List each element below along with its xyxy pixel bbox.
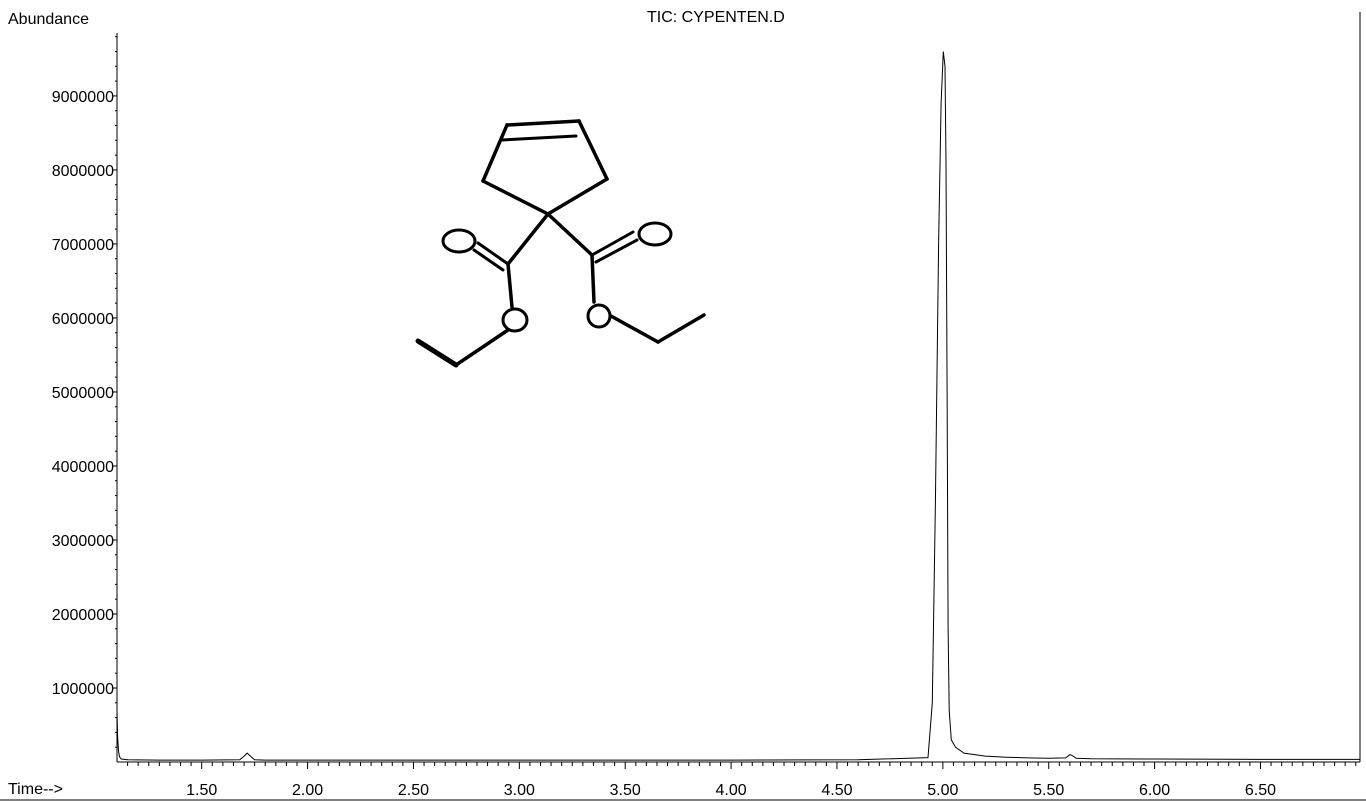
left-c-double-o	[476, 241, 510, 266]
x-tick-label: 4.00	[716, 782, 747, 799]
right-c-double-o	[590, 230, 635, 257]
chart-title: TIC: CYPENTEN.D	[647, 9, 785, 26]
left-ester-oxygen	[501, 307, 529, 333]
x-tick-label: 4.50	[821, 782, 852, 799]
molecule-structure-drawing	[415, 119, 706, 368]
right-ester-oxygen	[586, 303, 612, 329]
tic-trace-line	[116, 51, 1360, 761]
ring-top-double-bond	[505, 119, 581, 127]
y-tick-label: 4000000	[52, 459, 114, 476]
x-tick-label: 6.00	[1139, 782, 1170, 799]
ring-left-lower	[481, 179, 550, 216]
ring-right-lower	[546, 177, 609, 216]
right-ethyl-2	[656, 313, 706, 344]
right-c-o-bond	[590, 253, 596, 304]
x-tick-label: 5.00	[927, 782, 958, 799]
x-axis-ticks: 1.50 2.00 2.50 3.00 3.50 4.00 4.50 5.00 5.50 6.00…	[127, 762, 1357, 799]
left-ethyl-2	[415, 338, 459, 368]
y-tick-label: 8000000	[52, 163, 114, 180]
chromatogram-series	[116, 51, 1360, 761]
left-c-double-o-2	[472, 248, 505, 272]
left-c-o-bond	[506, 262, 514, 309]
ring-inner-double-bond	[500, 134, 578, 142]
x-tick-label: 2.00	[292, 782, 323, 799]
ring-left-upper	[481, 123, 509, 183]
x-tick-label: 1.50	[186, 782, 217, 799]
right-ethyl-1	[609, 314, 660, 344]
right-c-double-o-2	[594, 238, 639, 264]
y-tick-label: 9000000	[52, 89, 114, 106]
y-tick-label: 6000000	[52, 311, 114, 328]
ring-right-upper	[577, 119, 609, 181]
right-carbonyl-bond	[546, 212, 594, 257]
x-tick-label: 3.50	[610, 782, 641, 799]
left-carbonyl-oxygen	[441, 228, 477, 254]
y-tick-label: 3000000	[52, 533, 114, 550]
x-tick-label: 2.50	[398, 782, 429, 799]
y-tick-label: 1000000	[52, 681, 114, 698]
left-ethyl-1	[454, 328, 510, 367]
x-tick-label: 5.50	[1033, 782, 1064, 799]
x-tick-label: 6.50	[1245, 782, 1276, 799]
y-tick-label: 5000000	[52, 385, 114, 402]
y-axis-ticks: 1000000 2000000 3000000 4000000 5000000 60000…	[52, 36, 117, 748]
x-axis-label: Time-->	[8, 781, 63, 798]
left-carbonyl-bond	[506, 212, 550, 266]
y-tick-label: 2000000	[52, 607, 114, 624]
x-tick-label: 3.00	[504, 782, 535, 799]
y-axis-label: Abundance	[8, 11, 89, 28]
y-tick-label: 7000000	[52, 237, 114, 254]
right-carbonyl-oxygen	[637, 221, 673, 247]
